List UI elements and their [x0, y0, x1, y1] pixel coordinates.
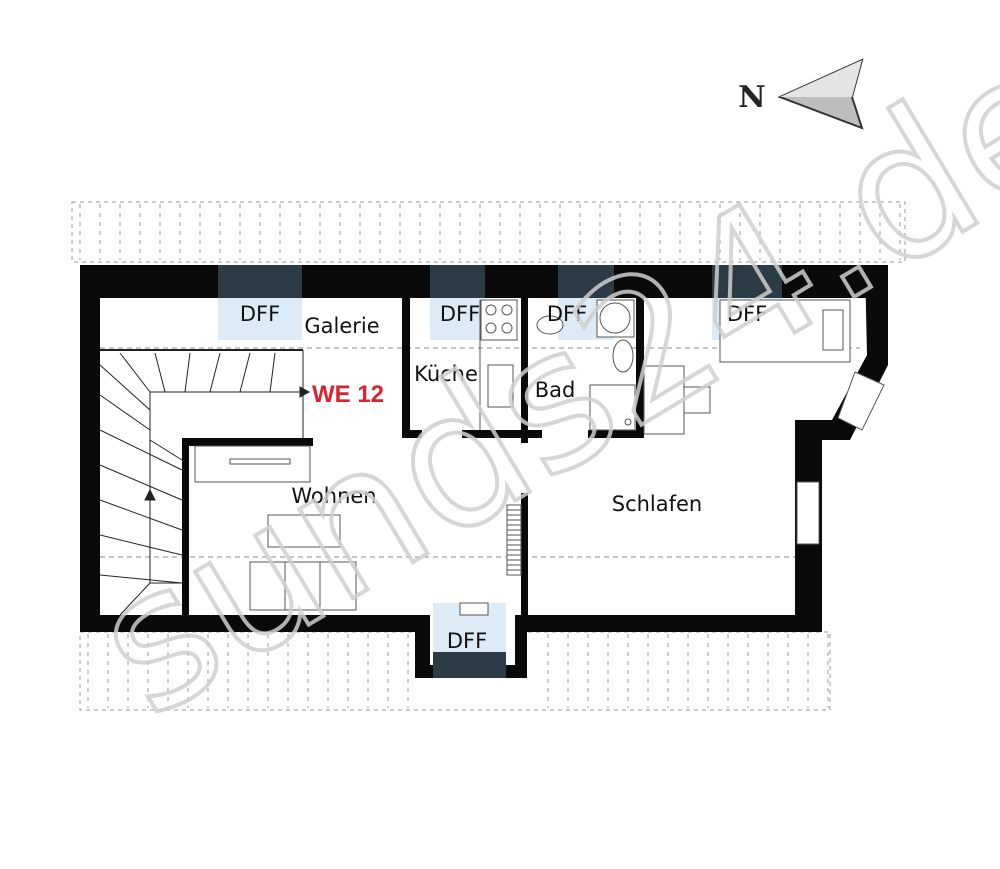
roof-overhang-top — [71, 201, 906, 263]
desk-chair — [683, 386, 711, 414]
wall-stair-side — [182, 438, 189, 615]
room-label-galerie: Galerie — [304, 314, 379, 338]
stair-tread — [99, 499, 183, 531]
stair-tread — [99, 429, 183, 471]
wall-kitchen-bath — [521, 298, 528, 443]
window-bevel — [837, 371, 885, 431]
stair-tread — [269, 352, 276, 393]
stair-tread — [99, 364, 151, 411]
stair-tread — [154, 352, 166, 393]
wall-stair-top — [188, 438, 313, 446]
window-label: DFF — [727, 302, 767, 326]
window-labels: DFF DFF DFF DFF DFF — [240, 302, 767, 653]
rafters-bottom — [87, 634, 829, 708]
wall-notch-left — [415, 615, 430, 678]
stair-tread — [99, 394, 151, 431]
wall-kitchen-left — [402, 298, 410, 438]
wall-kitchen-stub — [402, 430, 422, 438]
window-label: DFF — [547, 302, 587, 326]
stair-tread — [239, 352, 251, 393]
rafters-top — [79, 204, 901, 260]
stair-tread — [99, 534, 183, 556]
wall-schlafen-left — [521, 493, 528, 618]
sofa — [249, 561, 357, 611]
wall-left — [80, 265, 100, 615]
stair-tread — [119, 352, 151, 393]
wall-bath-right — [636, 298, 644, 438]
unit-label: WE 12 — [312, 381, 384, 408]
staircase — [99, 349, 311, 616]
stair-tread — [209, 352, 221, 393]
roof-windows — [218, 265, 782, 678]
north-arrow-icon — [777, 58, 864, 130]
stair-tread — [99, 464, 183, 501]
room-label-wohnen: Wohnen — [291, 484, 376, 508]
furniture — [194, 299, 851, 616]
room-label-schlafen: Schlafen — [612, 492, 703, 516]
stair-tread — [149, 439, 183, 461]
bath-sink — [612, 339, 634, 373]
toilet — [536, 315, 564, 335]
wall-bath-bottom — [588, 430, 643, 438]
roof-overhang-bottom — [79, 631, 831, 711]
north-label: N — [738, 80, 765, 115]
coffee-table — [267, 514, 341, 548]
window-label: DFF — [240, 302, 280, 326]
room-label-kueche: Küche — [414, 362, 478, 386]
stair-tread — [99, 574, 183, 584]
window-right — [796, 481, 820, 545]
window-label: DFF — [440, 302, 480, 326]
wall-bottom-left — [80, 615, 430, 632]
desk — [643, 365, 685, 435]
window-label: DFF — [447, 629, 487, 653]
wall-bottom-right — [515, 615, 822, 632]
stair-tread — [119, 582, 151, 616]
stair-tread — [184, 352, 191, 393]
kitchen-sink — [487, 364, 514, 408]
room-label-bad: Bad — [535, 378, 576, 402]
wall-kitchen-bottom — [462, 430, 542, 438]
